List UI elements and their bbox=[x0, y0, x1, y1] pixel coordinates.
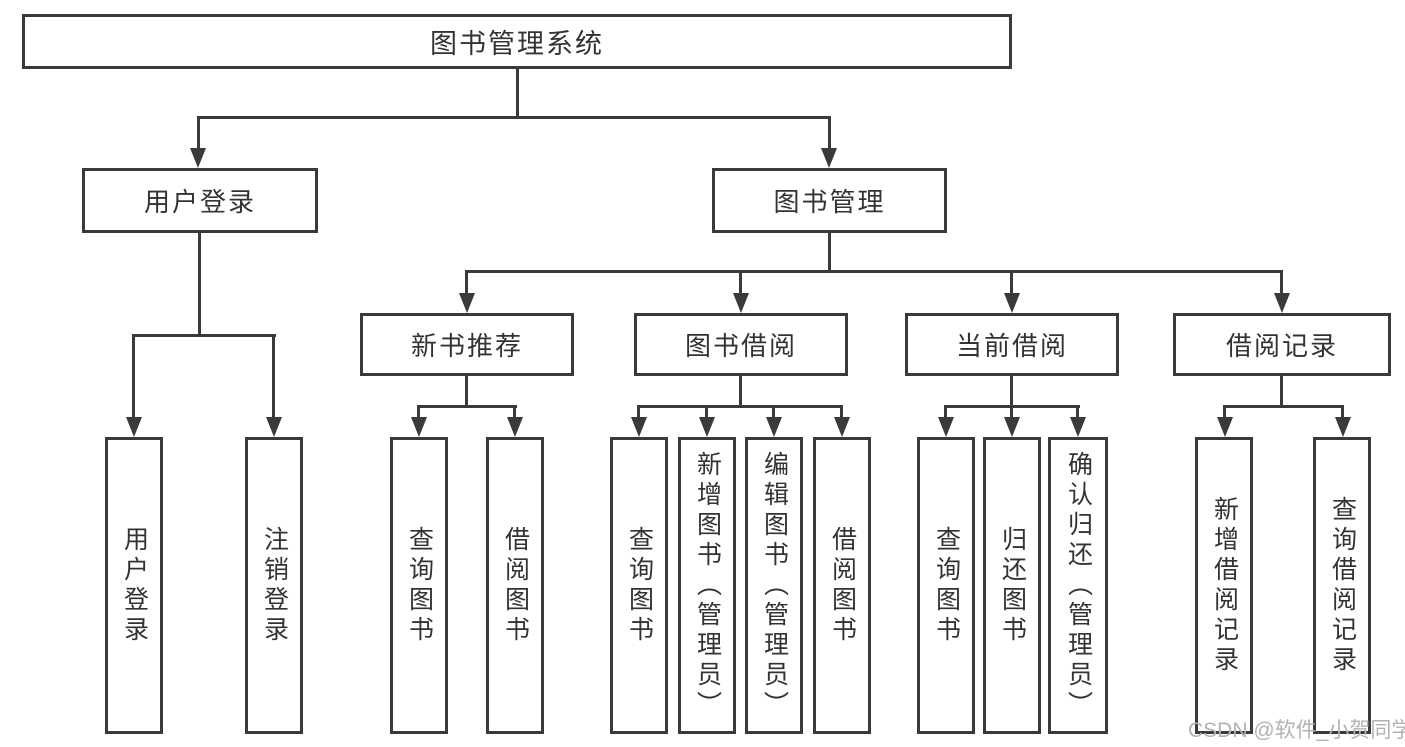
connector-line bbox=[637, 405, 843, 408]
connector-line bbox=[132, 334, 276, 337]
node-leaf-add-books-admin: 新增图书（管理员） bbox=[678, 437, 736, 734]
node-leaf-query-books-2: 查询图书 bbox=[610, 437, 668, 734]
connector-line bbox=[739, 270, 742, 295]
node-label: 编辑图书（管理员） bbox=[760, 450, 788, 721]
arrowhead-icon bbox=[1004, 417, 1020, 437]
node-label: 注销登录 bbox=[260, 525, 288, 646]
connector-line bbox=[198, 233, 201, 337]
node-borrowing-records: 借阅记录 bbox=[1173, 313, 1391, 376]
connector-line bbox=[1076, 405, 1079, 419]
node-leaf-query-borrow-record: 查询借阅记录 bbox=[1313, 437, 1371, 734]
connector-line bbox=[197, 116, 831, 119]
connector-line bbox=[828, 116, 831, 150]
connector-line bbox=[272, 334, 275, 418]
node-current-borrowing: 当前借阅 bbox=[905, 313, 1119, 376]
connector-line bbox=[739, 376, 742, 407]
node-label: 图书借阅 bbox=[684, 332, 797, 361]
arrowhead-icon bbox=[507, 417, 523, 437]
connector-line bbox=[1280, 376, 1283, 407]
connector-line bbox=[944, 405, 947, 419]
node-label: 图书管理系统 bbox=[430, 29, 604, 59]
arrowhead-icon bbox=[190, 148, 206, 168]
connector-line bbox=[1223, 405, 1226, 419]
connector-line bbox=[1010, 405, 1013, 419]
node-label: 新增图书（管理员） bbox=[693, 450, 721, 721]
connector-line bbox=[197, 116, 200, 150]
arrowhead-icon bbox=[266, 417, 282, 437]
arrowhead-icon bbox=[459, 293, 475, 313]
arrowhead-icon bbox=[631, 417, 647, 437]
node-book-management: 图书管理 bbox=[712, 168, 947, 233]
node-label: 新增借阅记录 bbox=[1210, 495, 1238, 676]
node-leaf-return-books: 归还图书 bbox=[983, 437, 1041, 734]
node-label: 查询图书 bbox=[405, 525, 433, 646]
node-book-borrowing: 图书借阅 bbox=[634, 313, 848, 376]
node-label: 用户登录 bbox=[143, 188, 256, 217]
node-label: 查询图书 bbox=[932, 525, 960, 646]
connector-line bbox=[417, 405, 517, 408]
connector-line bbox=[465, 270, 1283, 273]
connector-line bbox=[637, 405, 640, 419]
arrowhead-icon bbox=[1335, 417, 1351, 437]
node-label: 查询借阅记录 bbox=[1328, 495, 1356, 676]
connector-line bbox=[513, 405, 516, 419]
arrowhead-icon bbox=[766, 417, 782, 437]
node-user-login: 用户登录 bbox=[82, 168, 318, 233]
connector-line bbox=[1341, 405, 1344, 419]
connector-line bbox=[1010, 270, 1013, 295]
connector-line bbox=[840, 405, 843, 419]
connector-line bbox=[417, 405, 420, 419]
node-leaf-query-books-1: 查询图书 bbox=[390, 437, 448, 734]
node-leaf-borrow-books-1: 借阅图书 bbox=[486, 437, 544, 734]
node-label: 归还图书 bbox=[998, 525, 1026, 646]
arrowhead-icon bbox=[1070, 417, 1086, 437]
arrowhead-icon bbox=[1274, 293, 1290, 313]
node-label: 借阅图书 bbox=[828, 525, 856, 646]
connector-line bbox=[828, 233, 831, 272]
node-label: 新书推荐 bbox=[410, 332, 523, 361]
node-label: 确认归还（管理员） bbox=[1064, 450, 1092, 721]
connector-line bbox=[1010, 376, 1013, 407]
csdn-watermark: CSDN @软件_小贺同学 bbox=[1188, 719, 1405, 742]
connector-line bbox=[705, 405, 708, 419]
connector-line bbox=[1280, 270, 1283, 295]
arrowhead-icon bbox=[699, 417, 715, 437]
node-leaf-confirm-return-admin: 确认归还（管理员） bbox=[1048, 437, 1108, 734]
connector-line bbox=[465, 376, 468, 407]
node-root: 图书管理系统 bbox=[22, 14, 1012, 69]
node-label: 借阅图书 bbox=[501, 525, 529, 646]
connector-line bbox=[772, 405, 775, 419]
node-label: 借阅记录 bbox=[1225, 332, 1338, 361]
node-leaf-add-borrow-record: 新增借阅记录 bbox=[1195, 437, 1253, 734]
arrowhead-icon bbox=[411, 417, 427, 437]
connector-line bbox=[132, 334, 135, 418]
node-label: 当前借阅 bbox=[955, 332, 1068, 361]
node-new-book-recommendation: 新书推荐 bbox=[360, 313, 574, 376]
arrowhead-icon bbox=[126, 417, 142, 437]
node-leaf-query-books-3: 查询图书 bbox=[917, 437, 975, 734]
node-leaf-edit-books-admin: 编辑图书（管理员） bbox=[745, 437, 803, 734]
arrowhead-icon bbox=[1004, 293, 1020, 313]
arrowhead-icon bbox=[1217, 417, 1233, 437]
node-label: 查询图书 bbox=[625, 525, 653, 646]
connector-line bbox=[465, 270, 468, 295]
connector-line bbox=[1223, 405, 1344, 408]
node-leaf-borrow-books-2: 借阅图书 bbox=[813, 437, 871, 734]
connector-line bbox=[516, 69, 519, 118]
node-label: 用户登录 bbox=[120, 525, 148, 646]
arrowhead-icon bbox=[834, 417, 850, 437]
arrowhead-icon bbox=[821, 148, 837, 168]
arrowhead-icon bbox=[938, 417, 954, 437]
node-leaf-user-login: 用户登录 bbox=[105, 437, 163, 734]
arrowhead-icon bbox=[733, 293, 749, 313]
node-label: 图书管理 bbox=[773, 188, 886, 217]
node-leaf-logout: 注销登录 bbox=[245, 437, 303, 734]
